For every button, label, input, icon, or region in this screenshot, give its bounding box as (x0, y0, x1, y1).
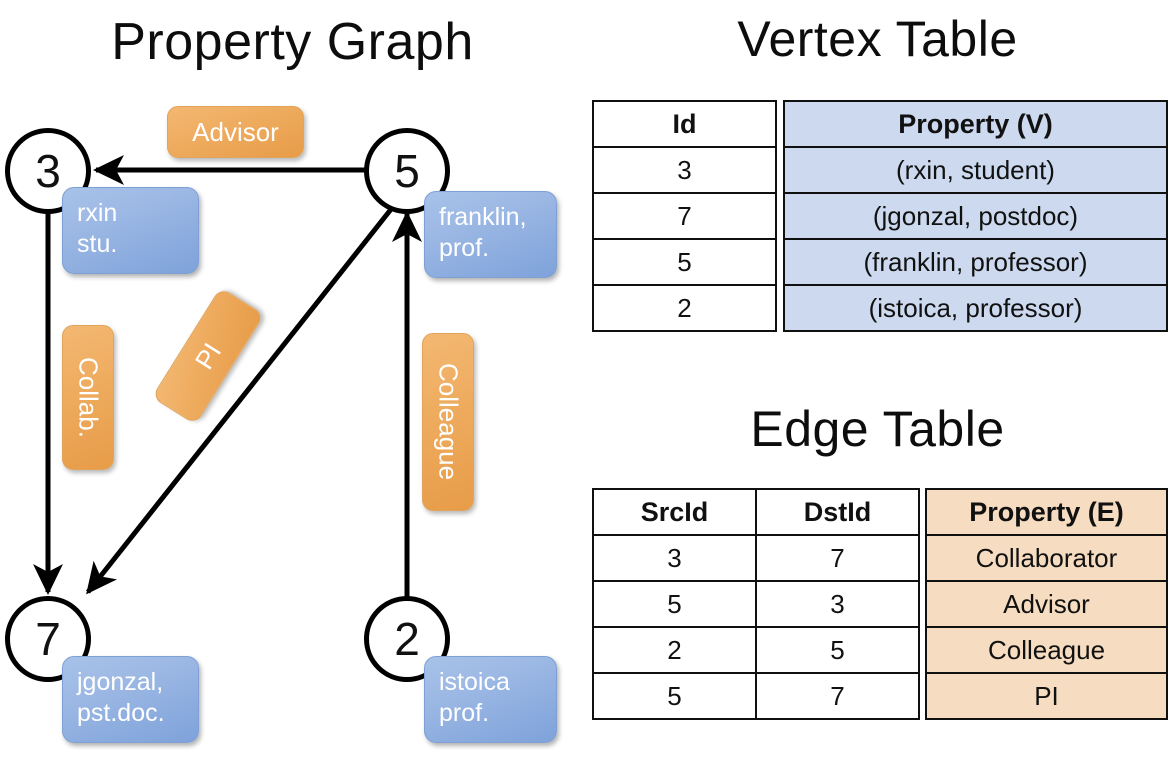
edge-cell-dstid: 5 (755, 626, 920, 674)
table-row: PI (925, 672, 1168, 720)
edge-header-dstid: DstId (755, 488, 920, 536)
vertex-badge-istoica: istoica prof. (424, 656, 557, 743)
table-row: 7 (592, 192, 777, 240)
edge-label-advisor: Advisor (167, 106, 304, 158)
edge-label-colleague: Colleague (422, 333, 474, 511)
page-title-property-graph: Property Graph (111, 13, 474, 71)
edge-table-property-column: Property (E) Collaborator Advisor Collea… (925, 488, 1168, 720)
edge-cell-srcid: 5 (592, 580, 757, 628)
table-row: 2 5 (592, 626, 920, 674)
table-row: Advisor (925, 580, 1168, 628)
edge-cell-property: PI (925, 672, 1168, 720)
edge-label-pi-text: PI (188, 337, 227, 375)
vertex-header-property: Property (V) (783, 100, 1168, 148)
table-header-row: Property (V) (783, 100, 1168, 148)
vertex-badge-rxin-line1: rxin (77, 199, 118, 227)
edge-cell-srcid: 2 (592, 626, 757, 674)
graph-edges-svg (33, 155, 422, 600)
edge-label-collab: Collab. (62, 325, 114, 470)
table-row: (istoica, professor) (783, 284, 1168, 332)
vertex-cell-id: 7 (592, 192, 777, 240)
table-row: (franklin, professor) (783, 238, 1168, 286)
vertex-badge-jgonzal-line2: pst.doc. (77, 698, 165, 727)
vertex-badge-istoica-line1: istoica (439, 668, 510, 696)
vertex-table-property-column: Property (V) (rxin, student) (jgonzal, p… (783, 100, 1168, 332)
property-graph-diagram: Advisor Collab. PI Colleague rxin stu. f… (5, 106, 557, 743)
edge-header-srcid: SrcId (592, 488, 757, 536)
vertex-badge-istoica-line2: prof. (439, 698, 490, 727)
edge-cell-property: Collaborator (925, 534, 1168, 582)
vertex-badge-franklin: franklin, prof. (424, 191, 557, 278)
graph-node-5-label: 5 (394, 145, 420, 197)
edge-table-id-columns: SrcId DstId 3 7 5 3 2 5 5 7 (592, 488, 920, 720)
page-title-edge-table: Edge Table (750, 401, 1005, 457)
graph-node-2-label: 2 (394, 613, 420, 665)
table-row: 3 (592, 146, 777, 194)
edge-cell-srcid: 5 (592, 672, 757, 720)
vertex-cell-id: 5 (592, 238, 777, 286)
edge-cell-dstid: 3 (755, 580, 920, 628)
edge-label-advisor-text: Advisor (192, 116, 279, 147)
graph-node-2[interactable]: 2 (364, 596, 450, 682)
vertex-cell-property: (istoica, professor) (783, 284, 1168, 332)
vertex-badge-jgonzal-line1: jgonzal, (77, 668, 164, 696)
edge-cell-dstid: 7 (755, 534, 920, 582)
vertex-header-id: Id (592, 100, 777, 148)
table-row: 3 7 (592, 534, 920, 582)
page-title-vertex-table: Vertex Table (737, 11, 1018, 67)
table-header-row: Id (592, 100, 777, 148)
edge-label-collab-text: Collab. (73, 357, 104, 438)
table-row: (jgonzal, postdoc) (783, 192, 1168, 240)
vertex-cell-property: (jgonzal, postdoc) (783, 192, 1168, 240)
table-header-row: Property (E) (925, 488, 1168, 536)
table-row: Collaborator (925, 534, 1168, 582)
edge-label-colleague-text: Colleague (433, 363, 464, 481)
vertex-badge-rxin-line2: stu. (77, 229, 118, 258)
edge-cell-property: Advisor (925, 580, 1168, 628)
table-row: 2 (592, 284, 777, 332)
edge-5-to-7-pi (86, 206, 394, 595)
table-row: 5 7 (592, 672, 920, 720)
vertex-cell-id: 3 (592, 146, 777, 194)
edge-cell-srcid: 3 (592, 534, 757, 582)
vertex-badge-jgonzal: jgonzal, pst.doc. (62, 656, 199, 743)
table-row: 5 3 (592, 580, 920, 628)
vertex-cell-id: 2 (592, 284, 777, 332)
table-row: 5 (592, 238, 777, 286)
vertex-badge-franklin-line1: franklin, (439, 203, 527, 231)
table-row: Colleague (925, 626, 1168, 674)
graph-node-3-label: 3 (35, 145, 61, 197)
vertex-badge-franklin-line2: prof. (439, 233, 490, 262)
edge-header-property: Property (E) (925, 488, 1168, 536)
table-header-row: SrcId DstId (592, 488, 920, 536)
vertex-badge-rxin: rxin stu. (62, 187, 199, 274)
vertex-cell-property: (rxin, student) (783, 146, 1168, 194)
vertex-table-id-column: Id 3 7 5 2 (592, 100, 777, 332)
table-row: (rxin, student) (783, 146, 1168, 194)
edge-cell-property: Colleague (925, 626, 1168, 674)
vertex-cell-property: (franklin, professor) (783, 238, 1168, 286)
edge-cell-dstid: 7 (755, 672, 920, 720)
graph-node-7-label: 7 (35, 613, 61, 665)
